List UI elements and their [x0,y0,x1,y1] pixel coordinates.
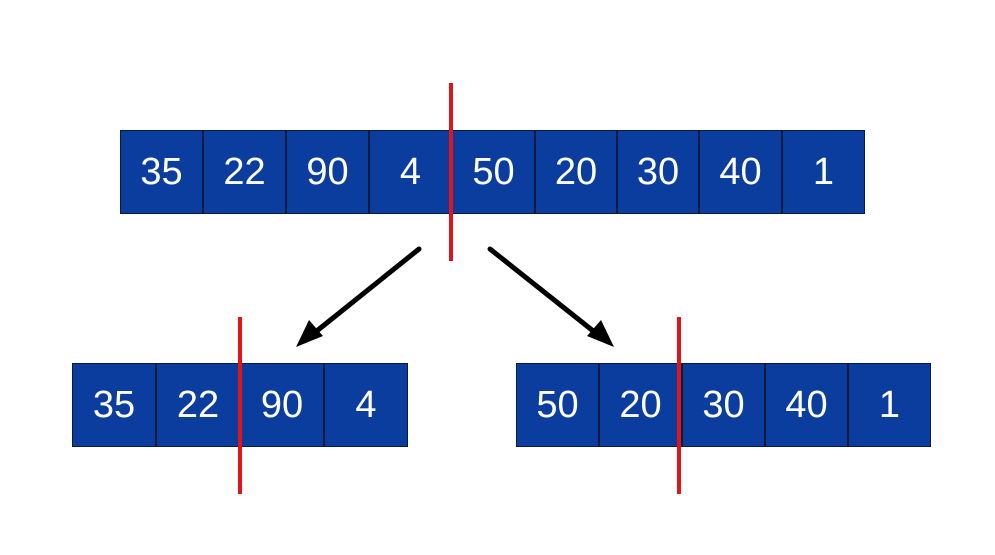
top-cell: 20 [535,130,617,214]
left-split-line [238,317,242,494]
right-cell: 20 [599,363,682,447]
top-cell: 40 [699,130,782,214]
left-cell: 4 [324,363,408,447]
right-cell: 30 [682,363,765,447]
top-cell: 30 [617,130,699,214]
top-cell: 90 [286,130,369,214]
right-split-line [677,317,681,494]
left-cell: 35 [72,363,156,447]
top-cell: 22 [203,130,286,214]
top-cell: 1 [782,130,865,214]
top-cell: 35 [120,130,203,214]
left-cell: 90 [240,363,324,447]
right-cell: 50 [516,363,599,447]
right-cell: 1 [848,363,931,447]
top-cell: 4 [369,130,452,214]
top-cell: 50 [452,130,535,214]
arrow-to-left-icon [296,246,422,347]
top-split-line [449,83,453,261]
right-cell: 40 [765,363,848,447]
arrow-to-right-icon [487,246,614,347]
